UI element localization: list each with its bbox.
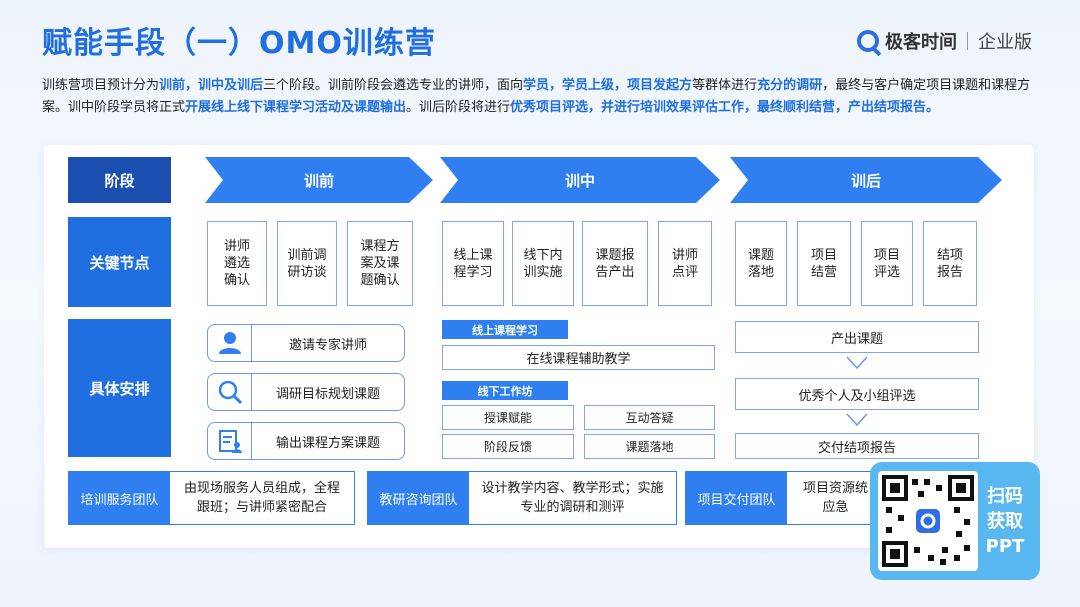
node-post: 结项 报告 bbox=[923, 221, 977, 306]
intro-highlight: 学员，学员上级，项目发起方 bbox=[523, 78, 693, 93]
team-card: 培训服务团队 由现场服务人员组成，全程 跟班；与讲师紧密配合 bbox=[68, 471, 355, 525]
pre-item: 邀请专家讲师 bbox=[207, 324, 405, 362]
pre-item-label: 调研目标规划课题 bbox=[275, 386, 380, 402]
down-arrow-icon bbox=[846, 356, 868, 370]
brand-mark-icon bbox=[857, 30, 879, 52]
post-item: 产出课题 bbox=[735, 321, 979, 353]
down-arrow-icon bbox=[846, 413, 868, 427]
row-label-arrangement: 具体安排 bbox=[68, 319, 171, 457]
qr-card[interactable]: 扫码 获取 PPT bbox=[870, 462, 1040, 580]
team-label: 教研咨询团队 bbox=[368, 472, 469, 524]
node-post: 项目 结营 bbox=[797, 221, 851, 306]
node-pre: 课程方 案及课 题确认 bbox=[347, 221, 413, 306]
intro-text: 训练营项目预计分为 bbox=[42, 78, 160, 93]
team-desc: 设计教学内容、教学形式；实施 专业的调研和测评 bbox=[481, 481, 664, 515]
node-post: 项目 评选 bbox=[861, 221, 913, 306]
offline-item: 互动答疑 bbox=[584, 405, 715, 430]
offline-item: 授课赋能 bbox=[442, 405, 574, 430]
node-pre: 讲师 遴选 确认 bbox=[207, 221, 267, 306]
intro-highlight: 训前，训中及训后 bbox=[159, 78, 264, 93]
team-label: 项目交付团队 bbox=[686, 472, 787, 524]
document-person-icon bbox=[208, 423, 252, 459]
magnifier-icon bbox=[208, 374, 252, 410]
person-icon bbox=[208, 325, 252, 361]
team-desc: 项目资源统 应急 bbox=[802, 481, 868, 515]
brand-edition: 企业版 bbox=[978, 32, 1032, 53]
phase-arrow-pre: 训前 bbox=[205, 157, 433, 203]
phase-arrow-post: 训后 bbox=[730, 157, 1002, 203]
pre-item-label: 邀请专家讲师 bbox=[288, 337, 367, 353]
team-card: 教研咨询团队 设计教学内容、教学形式；实施 专业的调研和测评 bbox=[367, 471, 677, 525]
page-title: 赋能手段（一）OMO训练营 bbox=[42, 26, 436, 61]
offline-tag: 线下工作坊 bbox=[442, 381, 568, 400]
node-mid: 线上课 程学习 bbox=[442, 221, 504, 306]
team-label: 培训服务团队 bbox=[69, 472, 170, 524]
offline-item: 课题落地 bbox=[584, 434, 715, 459]
intro-highlight: 充分的调研 bbox=[757, 78, 823, 93]
qr-label: 扫码 获取 PPT bbox=[985, 485, 1025, 557]
online-item: 在线课程辅助教学 bbox=[442, 345, 715, 370]
intro-text: 等群体进行 bbox=[692, 78, 758, 93]
post-item: 交付结项报告 bbox=[735, 433, 979, 459]
team-desc: 由现场服务人员组成，全程 跟班；与讲师紧密配合 bbox=[183, 481, 340, 515]
intro-text: 。训后阶段将进行 bbox=[406, 100, 511, 115]
intro-paragraph: 训练营项目预计分为训前，训中及训后三个阶段。训前阶段会遴选专业的讲师，面向学员，… bbox=[42, 75, 1042, 119]
intro-text: 三个阶段。训前阶段会遴选专业的讲师，面向 bbox=[263, 78, 524, 93]
intro-highlight: 优秀项目评选，并进行培训效果评估工作，最终顺利结营，产出结项报告。 bbox=[510, 100, 940, 115]
qr-code-icon[interactable] bbox=[878, 471, 978, 571]
intro-text: ，最终与客户确定项目课题和课程方案。训中阶段学员将正式 bbox=[42, 78, 1031, 115]
row-label-stage: 阶段 bbox=[68, 157, 171, 203]
pre-item: 输出课程方案课题 bbox=[207, 422, 405, 460]
online-tag: 线上课程学习 bbox=[442, 320, 568, 339]
brand-logo: 极客时间 企业版 bbox=[857, 28, 1032, 54]
pre-item-label: 输出课程方案课题 bbox=[275, 435, 380, 451]
post-item: 优秀个人及小组评选 bbox=[735, 378, 979, 410]
pre-item: 调研目标规划课题 bbox=[207, 373, 405, 411]
node-pre: 训前调 研访谈 bbox=[277, 221, 337, 306]
node-mid: 讲师 点评 bbox=[658, 221, 712, 306]
node-mid: 课题报 告产出 bbox=[582, 221, 648, 306]
phase-arrow-mid: 训中 bbox=[440, 157, 720, 203]
intro-highlight: 开展线上线下课程学习活动及课题输出 bbox=[185, 100, 407, 115]
row-label-key-nodes: 关键节点 bbox=[68, 217, 171, 307]
node-mid: 线下内 训实施 bbox=[512, 221, 574, 306]
brand-divider bbox=[967, 32, 968, 50]
offline-item: 阶段反馈 bbox=[442, 434, 574, 459]
team-card: 项目交付团队 项目资源统 应急 bbox=[685, 471, 885, 525]
node-post: 课题 落地 bbox=[735, 221, 787, 306]
brand-name: 极客时间 bbox=[885, 32, 957, 53]
